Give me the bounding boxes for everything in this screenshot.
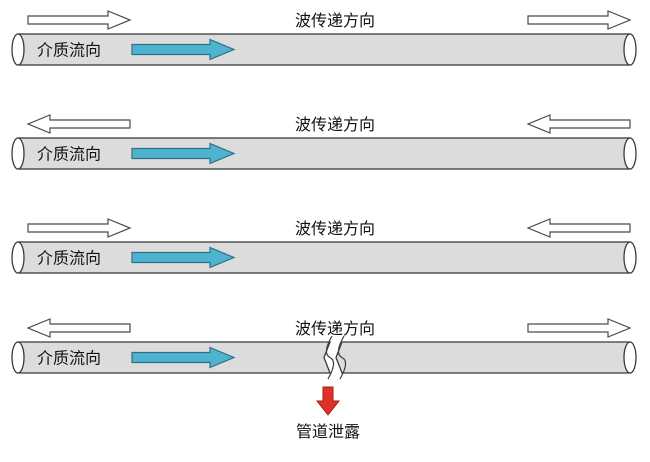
pipe-leak-label: 管道泄露 bbox=[296, 422, 360, 441]
pipe-left-end bbox=[11, 33, 25, 66]
flow-arrow-right-icon bbox=[131, 346, 236, 369]
flow-arrow-right-icon bbox=[131, 246, 236, 269]
pipe-right-end bbox=[623, 341, 637, 374]
medium-flow-label: 介质流向 bbox=[37, 41, 101, 60]
pipe-body bbox=[17, 33, 631, 66]
left-wave-arrow-left-icon bbox=[26, 114, 131, 134]
pipe-break-left bbox=[325, 335, 335, 380]
pipe bbox=[11, 241, 637, 274]
pipe-body bbox=[17, 137, 631, 170]
wave-direction-label: 波传递方向 bbox=[295, 11, 375, 30]
medium-flow-label: 介质流向 bbox=[37, 249, 101, 268]
pipe-break-right bbox=[337, 335, 347, 380]
flow-arrow-right-icon bbox=[131, 142, 236, 165]
right-wave-arrow-right-icon bbox=[527, 318, 632, 338]
wave-direction-label: 波传递方向 bbox=[295, 319, 375, 338]
pipe bbox=[11, 335, 637, 380]
right-wave-arrow-right-icon bbox=[527, 10, 632, 30]
pipe-right-end bbox=[623, 33, 637, 66]
pipe-right-end bbox=[623, 241, 637, 274]
pipe bbox=[11, 33, 637, 66]
pipe-body bbox=[17, 241, 631, 274]
left-wave-arrow-right-icon bbox=[27, 10, 132, 30]
pipe-right-segment bbox=[335, 341, 631, 374]
pipe-left-end bbox=[11, 341, 25, 374]
medium-flow-label: 介质流向 bbox=[37, 349, 101, 368]
right-wave-arrow-left-icon bbox=[526, 114, 631, 134]
wave-direction-label: 波传递方向 bbox=[295, 115, 375, 134]
pipe-right-end bbox=[623, 137, 637, 170]
right-wave-arrow-left-icon bbox=[526, 218, 631, 238]
pipe-left-end bbox=[11, 137, 25, 170]
wave-direction-label: 波传递方向 bbox=[295, 219, 375, 238]
pipe bbox=[11, 137, 637, 170]
leak-arrow-down-icon bbox=[315, 386, 341, 416]
left-wave-arrow-right-icon bbox=[27, 218, 132, 238]
medium-flow-label: 介质流向 bbox=[37, 145, 101, 164]
left-wave-arrow-left-icon bbox=[26, 318, 131, 338]
flow-arrow-right-icon bbox=[131, 38, 236, 61]
pipe-left-end bbox=[11, 241, 25, 274]
